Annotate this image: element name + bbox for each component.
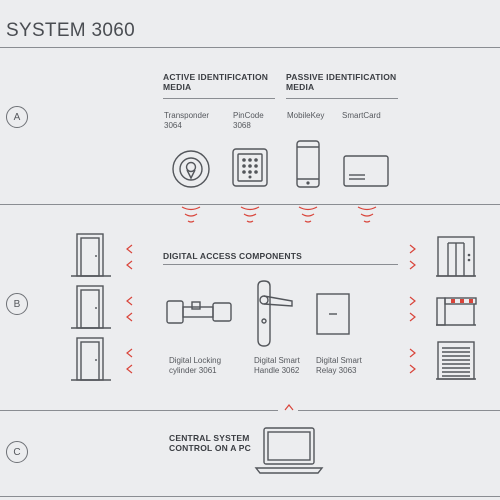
active-media-heading: ACTIVE IDENTIFICATION MEDIA: [163, 72, 269, 92]
digital-heading-underline: [163, 264, 398, 265]
transponder-label: Transponder 3064: [164, 111, 210, 130]
pincode-keypad-icon: [232, 148, 268, 187]
signal-waves-icon: [357, 206, 377, 223]
section-a-marker: A: [6, 106, 28, 128]
section-b-divider-left: [0, 410, 278, 411]
mobilekey-label: MobileKey: [287, 111, 325, 120]
smart-handle-label: Digital Smart Handle 3062: [254, 356, 300, 375]
bottom-divider: [0, 496, 500, 497]
chevron-left-icon: [126, 296, 133, 322]
door-handle-icon: [257, 280, 293, 347]
relay-box-icon: [316, 293, 350, 335]
passive-heading-underline: [286, 98, 398, 99]
locking-cylinder-label: Digital Locking cylinder 3061: [169, 356, 222, 375]
chevron-left-icon: [126, 348, 133, 374]
active-heading-underline: [163, 98, 275, 99]
digital-components-heading: DIGITAL ACCESS COMPONENTS: [163, 251, 302, 261]
signal-waves-icon: [181, 206, 201, 223]
section-b-marker: B: [6, 293, 28, 315]
elevator-icon: [436, 236, 476, 277]
door-icon: [71, 337, 111, 381]
section-c-marker: C: [6, 441, 28, 463]
barrier-gate-icon: [436, 297, 477, 326]
door-icon: [71, 285, 111, 329]
signal-waves-icon: [298, 206, 318, 223]
smartcard-label: SmartCard: [342, 111, 381, 120]
transponder-icon: [172, 150, 210, 188]
central-control-heading: CENTRAL SYSTEM CONTROL ON A PC: [169, 433, 252, 453]
pincode-label: PinCode 3068: [233, 111, 264, 130]
signal-waves-icon: [240, 206, 260, 223]
title-divider: [0, 47, 500, 48]
garage-door-icon: [436, 341, 476, 380]
page-title: SYSTEM 3060: [6, 20, 135, 41]
smartcard-icon: [343, 155, 389, 187]
smartphone-icon: [296, 140, 320, 188]
locking-cylinder-icon: [166, 300, 232, 324]
chevron-right-icon: [409, 296, 416, 322]
chevron-right-icon: [409, 348, 416, 374]
chevron-right-icon: [409, 244, 416, 270]
chevron-left-icon: [126, 244, 133, 270]
smart-relay-label: Digital Smart Relay 3063: [316, 356, 362, 375]
section-a-divider: [0, 204, 500, 205]
section-b-divider-right: [298, 410, 500, 411]
laptop-icon: [254, 427, 324, 474]
chevron-up-icon: [284, 404, 294, 411]
door-icon: [71, 233, 111, 277]
passive-media-heading: PASSIVE IDENTIFICATION MEDIA: [286, 72, 397, 92]
